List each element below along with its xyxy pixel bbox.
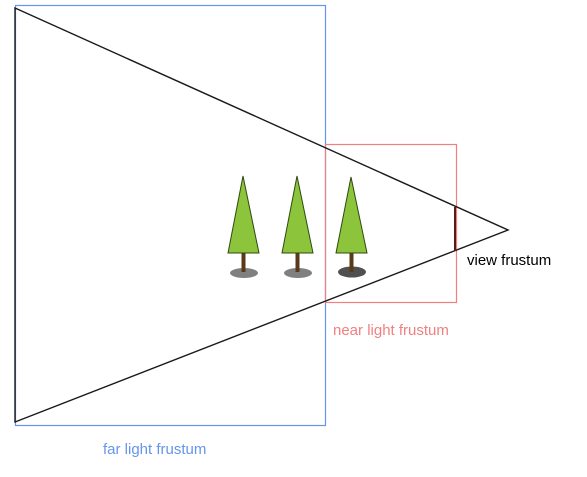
tree-foliage: [227, 175, 260, 254]
far-light-frustum-box: [14, 4, 327, 427]
tree-foliage: [335, 176, 368, 254]
view-frustum-label: view frustum: [467, 252, 552, 269]
tree-trunk: [295, 252, 300, 272]
tree-icon: [335, 176, 368, 278]
tree-foliage: [281, 175, 314, 254]
tree-trunk: [241, 252, 246, 272]
near-light-frustum-label: near light frustum: [333, 322, 449, 339]
tree-icon: [227, 175, 260, 278]
tree-trunk: [349, 252, 354, 272]
far-light-frustum-label: far light frustum: [103, 441, 207, 458]
tree-icon: [281, 175, 314, 278]
tree-shadow: [284, 268, 312, 278]
tree-shadow: [230, 268, 258, 278]
view-frustum-triangle: [14, 6, 510, 424]
near-light-frustum-box: [324, 143, 458, 304]
